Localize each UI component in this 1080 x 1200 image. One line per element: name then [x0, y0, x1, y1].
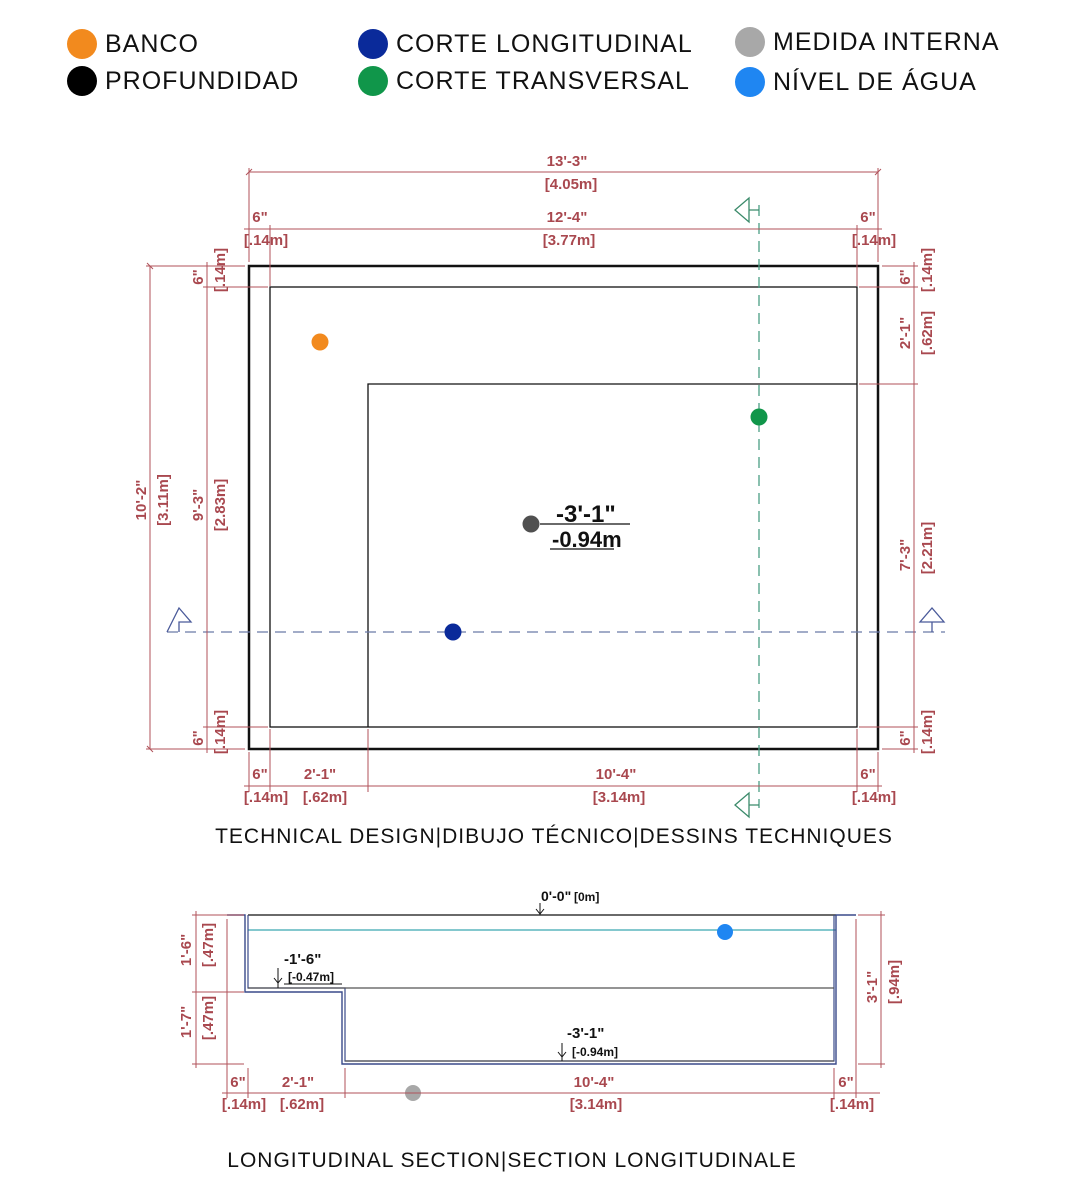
dim-bottom-deep-imperial: 10'-4" [596, 766, 637, 783]
plan-view: -3'-1" -0.94m 13'-3" [4.05m] 6" [.14m] 1… [133, 153, 946, 848]
orange-dot-icon [67, 29, 97, 59]
dim-section-left-lower-imperial: 1'-7" [178, 1006, 195, 1038]
dim-left-inner-imperial: 9'-3" [190, 489, 207, 521]
green-dot-icon [358, 66, 388, 96]
corte-transversal-marker [750, 408, 768, 426]
profundidad-marker [522, 515, 540, 533]
section-profile-inner [247, 915, 835, 1062]
bench-level-metric: [-0.47m] [288, 970, 334, 984]
dim-right-top-wall-metric: [.14m] [919, 248, 936, 292]
dim-bottom-deep-metric: [3.14m] [593, 789, 646, 806]
bottom-level-metric: [-0.94m] [572, 1045, 618, 1059]
dim-top-right-wall-imperial: 6" [860, 209, 875, 226]
dim-right-bench-metric: [.62m] [919, 311, 936, 355]
dim-top-total-imperial: 13'-3" [547, 153, 588, 170]
dim-left-bottom-wall-imperial: 6" [190, 730, 207, 745]
dim-left-total-metric: [3.11m] [155, 474, 172, 526]
dim-left-top-wall-imperial: 6" [190, 269, 207, 284]
dim-left-total-imperial: 10'-2" [133, 480, 150, 521]
dim-section-deep-imperial: 10'-4" [574, 1074, 615, 1091]
section-caption: LONGITUDINAL SECTION|SECTION LONGITUDINA… [227, 1149, 796, 1172]
corte-longitudinal-marker [444, 623, 462, 641]
dim-section-deep-metric: [3.14m] [570, 1096, 623, 1113]
gray-dot-icon [735, 27, 765, 57]
legend-item-corte-transversal: CORTE TRANSVERSAL [358, 66, 690, 96]
top-level-metric: [0m] [574, 890, 599, 904]
dim-section-left-lower-metric: [.47m] [200, 996, 217, 1040]
dim-top-inner-metric: [3.77m] [543, 232, 596, 249]
section-view: 0'-0" [0m] -1'-6" [-0.47m] -3'-1" [-0.94… [178, 888, 903, 1172]
dim-section-bench-imperial: 2'-1" [282, 1074, 314, 1091]
dim-bottom-left-wall-imperial: 6" [252, 766, 267, 783]
dim-right-deep-imperial: 7'-3" [897, 539, 914, 571]
dim-section-left-upper-imperial: 1'-6" [178, 934, 195, 966]
dim-bottom-bench-imperial: 2'-1" [304, 766, 336, 783]
dim-right-bottom-wall-imperial: 6" [897, 730, 914, 745]
black-dot-icon [67, 66, 97, 96]
level-arrow-icon [535, 903, 545, 915]
dim-section-right-wall-metric: [.14m] [830, 1096, 874, 1113]
dim-section-left-wall-metric: [.14m] [222, 1096, 266, 1113]
legend-label: CORTE TRANSVERSAL [396, 66, 690, 95]
bottom-level-imperial: -3'-1" [567, 1025, 604, 1042]
cut-arrow-right-icon [918, 607, 946, 632]
dim-bottom-right-wall-metric: [.14m] [852, 789, 896, 806]
legend-item-banco: BANCO [67, 29, 199, 59]
dim-section-right-wall-imperial: 6" [838, 1074, 853, 1091]
level-arrow-icon [273, 968, 283, 988]
cut-arrow-top-icon [734, 196, 759, 224]
dim-bottom-right-wall-imperial: 6" [860, 766, 875, 783]
blue-dot-icon [735, 67, 765, 97]
cut-arrow-bottom-icon [734, 791, 759, 819]
dim-top-left-wall-metric: [.14m] [244, 232, 288, 249]
dim-right-bench-imperial: 2'-1" [897, 317, 914, 349]
cut-arrow-left-icon [166, 606, 193, 633]
banco-marker [311, 333, 329, 351]
dim-section-left-upper-metric: [.47m] [200, 923, 217, 967]
dim-top-total-metric: [4.05m] [545, 176, 598, 193]
legend-label: MEDIDA INTERNA [773, 27, 1000, 56]
dim-section-right-imperial: 3'-1" [864, 971, 881, 1003]
deep-area-outline [367, 383, 857, 727]
dim-right-top-wall-imperial: 6" [897, 269, 914, 284]
legend-label: BANCO [105, 29, 199, 58]
legend-item-medida-interna: MEDIDA INTERNA [735, 27, 1000, 57]
dim-right-deep-metric: [2.21m] [919, 522, 936, 575]
navy-dot-icon [358, 29, 388, 59]
dim-bottom-bench-metric: [.62m] [303, 789, 347, 806]
legend-label: CORTE LONGITUDINAL [396, 29, 693, 58]
legend-item-profundidad: PROFUNDIDAD [67, 66, 299, 96]
legend-item-nivel-de-agua: NÍVEL DE ÁGUA [735, 67, 977, 97]
legend-label: NÍVEL DE ÁGUA [773, 67, 977, 96]
pool-inner-wall [269, 286, 858, 728]
level-arrow-icon [557, 1043, 567, 1061]
dim-section-left-wall-imperial: 6" [230, 1074, 245, 1091]
dim-bottom-left-wall-metric: [.14m] [244, 789, 288, 806]
dim-left-inner-metric: [2.83m] [212, 479, 229, 532]
bench-level-imperial: -1'-6" [284, 951, 321, 968]
legend-item-corte-longitudinal: CORTE LONGITUDINAL [358, 29, 693, 59]
nivel-de-agua-marker [717, 924, 733, 940]
dim-top-right-wall-metric: [.14m] [852, 232, 896, 249]
depth-metric: -0.94m [552, 527, 622, 552]
dim-top-left-wall-imperial: 6" [252, 209, 267, 226]
legend-label: PROFUNDIDAD [105, 66, 300, 95]
dim-top-inner-imperial: 12'-4" [547, 209, 588, 226]
dim-section-right-metric: [.94m] [886, 960, 903, 1004]
dim-right-bottom-wall-metric: [.14m] [919, 710, 936, 754]
pool-outer-wall [247, 264, 880, 751]
dim-section-bench-metric: [.62m] [280, 1096, 324, 1113]
top-level-imperial: 0'-0" [541, 888, 571, 904]
section-profile-outer [227, 914, 856, 1065]
dim-left-bottom-wall-metric: [.14m] [212, 710, 229, 754]
dim-left-top-wall-metric: [.14m] [212, 248, 229, 292]
plan-caption: TECHNICAL DESIGN|DIBUJO TÉCNICO|DESSINS … [215, 825, 893, 848]
